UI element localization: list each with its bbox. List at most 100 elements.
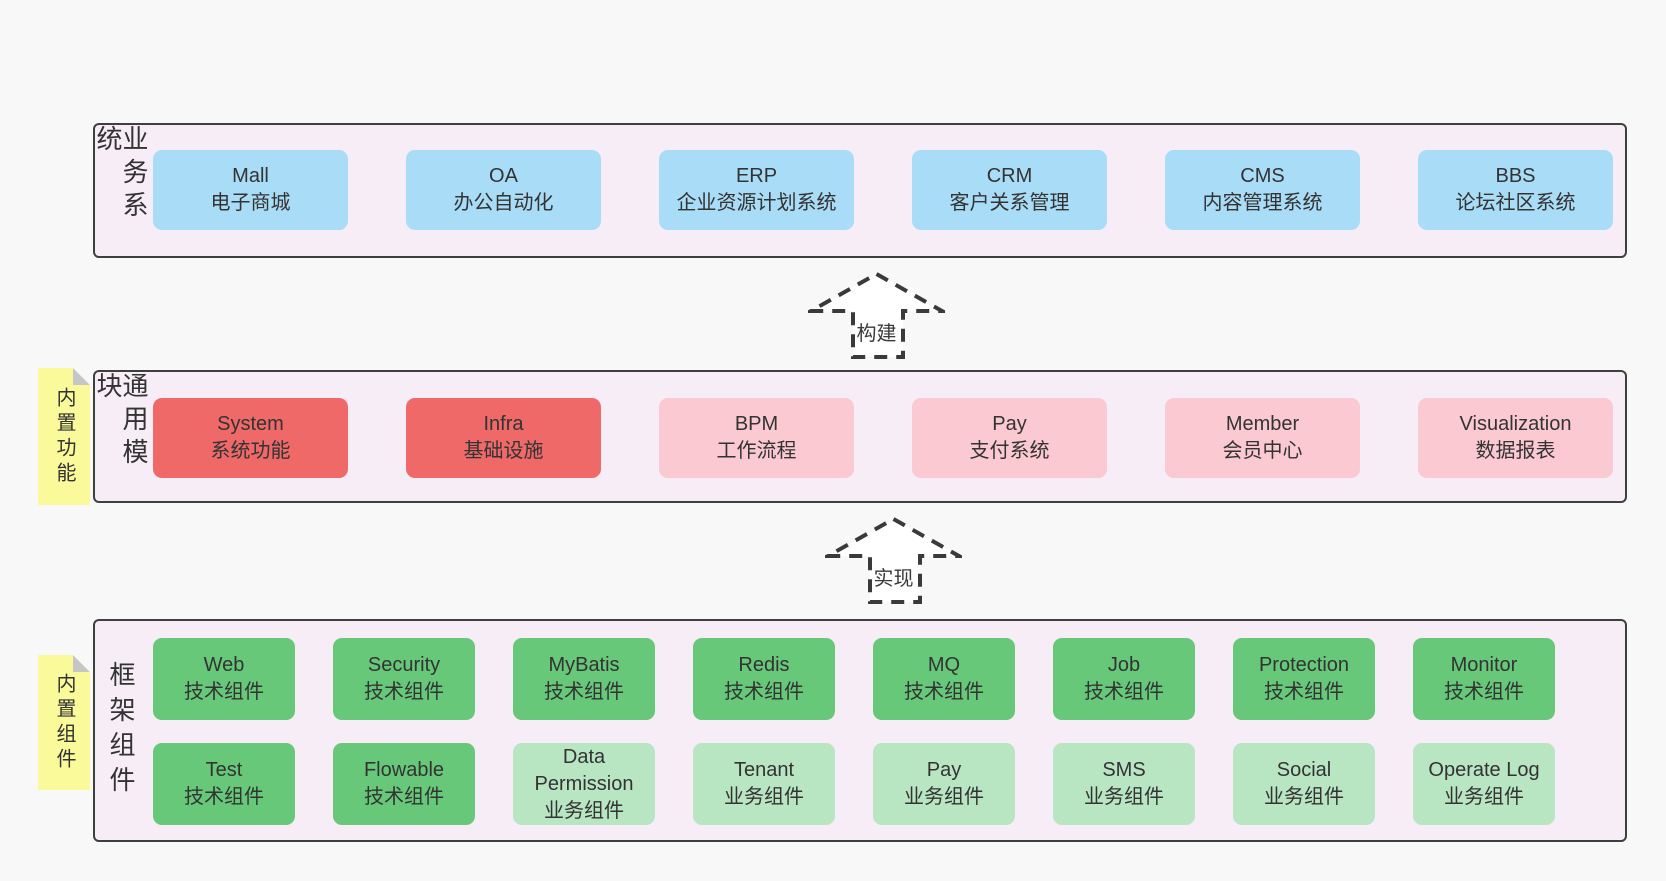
box-sms-en: SMS	[1102, 759, 1146, 781]
box-job-zh: 技术组件	[1084, 681, 1164, 703]
box-cms-en: CMS	[1240, 165, 1285, 187]
box-member-en: Member	[1225, 413, 1300, 435]
modules-side-label: 通用模块	[93, 372, 149, 501]
box-pay-system-en: Pay	[992, 413, 1027, 435]
box-mq-zh: 技术组件	[904, 681, 984, 703]
box-flowable-zh: 技术组件	[364, 786, 444, 808]
box-web: Web 技术组件	[153, 638, 295, 720]
box-bpm: BPM 工作流程	[659, 398, 854, 478]
section-business-systems: 业务系统 Mall 电子商城 OA 办公自动化 ERP 企业资源计划系统 CRM…	[93, 123, 1627, 258]
modules-box-row: System 系统功能 Infra 基础设施 BPM 工作流程 Pay 支付系统…	[153, 398, 1613, 478]
box-cms: CMS 内容管理系统	[1165, 150, 1360, 230]
box-data-permission-en: Data Permission	[534, 745, 634, 795]
sticky-note-builtin-features: 内置功能	[38, 368, 90, 505]
box-security-zh: 技术组件	[364, 681, 444, 703]
box-test-en: Test	[205, 759, 243, 781]
box-monitor-en: Monitor	[1450, 654, 1518, 676]
box-pay-system: Pay 支付系统	[912, 398, 1107, 478]
box-crm: CRM 客户关系管理	[912, 150, 1107, 230]
box-mybatis-en: MyBatis	[548, 654, 620, 676]
box-bpm-en: BPM	[734, 413, 779, 435]
box-visualization-zh: 数据报表	[1475, 440, 1556, 462]
box-infra-en: Infra	[483, 413, 524, 435]
box-infra-zh: 基础设施	[463, 440, 544, 462]
framework-row-2: Test 技术组件 Flowable 技术组件 Data Permission …	[153, 743, 1555, 825]
box-crm-zh: 客户关系管理	[949, 192, 1070, 214]
section-framework-components: 框架组件 Web 技术组件 Security 技术组件 MyBatis 技术组件…	[93, 619, 1627, 842]
box-monitor-zh: 技术组件	[1444, 681, 1524, 703]
framework-side-label: 框架组件	[99, 621, 143, 840]
box-system-en: System	[217, 413, 284, 435]
box-flowable: Flowable 技术组件	[333, 743, 475, 825]
box-web-en: Web	[203, 654, 245, 676]
box-test-zh: 技术组件	[184, 786, 264, 808]
box-bbs-en: BBS	[1495, 165, 1536, 187]
box-sms-zh: 业务组件	[1084, 786, 1164, 808]
box-data-permission-zh: 业务组件	[544, 799, 624, 822]
sticky-folded-corner-icon	[73, 368, 90, 385]
implement-arrow-label: 实现	[873, 568, 914, 590]
box-web-zh: 技术组件	[184, 681, 264, 703]
box-mybatis: MyBatis 技术组件	[513, 638, 655, 720]
box-oa-zh: 办公自动化	[453, 192, 554, 214]
box-pay-system-zh: 支付系统	[969, 440, 1050, 462]
build-arrow-label: 构建	[856, 323, 897, 345]
box-bpm-zh: 工作流程	[716, 440, 797, 462]
modules-side-label-text: 通用模块	[93, 372, 149, 471]
box-redis: Redis 技术组件	[693, 638, 835, 720]
box-security-en: Security	[367, 654, 441, 676]
box-operate-log-en: Operate Log	[1428, 759, 1540, 781]
box-data-permission: Data Permission 业务组件	[513, 743, 655, 825]
section-common-modules: 通用模块 System 系统功能 Infra 基础设施 BPM 工作流程 Pay…	[93, 370, 1627, 503]
box-pay-component-zh: 业务组件	[904, 786, 984, 808]
box-mall: Mall 电子商城	[153, 150, 348, 230]
box-tenant-zh: 业务组件	[724, 786, 804, 808]
box-erp: ERP 企业资源计划系统	[659, 150, 854, 230]
sticky-builtin-features-text: 内置功能	[53, 386, 75, 487]
dashed-up-arrow-icon	[808, 271, 945, 359]
framework-side-label-text: 框架组件	[106, 660, 136, 801]
box-tenant-en: Tenant	[733, 759, 795, 781]
box-pay-component: Pay 业务组件	[873, 743, 1015, 825]
box-protection: Protection 技术组件	[1233, 638, 1375, 720]
business-box-row: Mall 电子商城 OA 办公自动化 ERP 企业资源计划系统 CRM 客户关系…	[153, 150, 1613, 230]
box-test: Test 技术组件	[153, 743, 295, 825]
box-redis-zh: 技术组件	[724, 681, 804, 703]
box-bbs: BBS 论坛社区系统	[1418, 150, 1613, 230]
box-redis-en: Redis	[738, 654, 790, 676]
box-erp-zh: 企业资源计划系统	[676, 192, 837, 214]
box-sms: SMS 业务组件	[1053, 743, 1195, 825]
box-protection-en: Protection	[1258, 654, 1350, 676]
box-social: Social 业务组件	[1233, 743, 1375, 825]
box-member-zh: 会员中心	[1222, 440, 1303, 462]
box-mybatis-zh: 技术组件	[544, 681, 624, 703]
box-monitor: Monitor 技术组件	[1413, 638, 1555, 720]
sticky-note-builtin-components: 内置组件	[38, 655, 90, 790]
box-social-en: Social	[1276, 759, 1332, 781]
box-mall-en: Mall	[232, 165, 269, 187]
box-operate-log: Operate Log 业务组件	[1413, 743, 1555, 825]
box-oa: OA 办公自动化	[406, 150, 601, 230]
box-infra: Infra 基础设施	[406, 398, 601, 478]
dashed-up-arrow-icon	[825, 516, 962, 604]
box-protection-zh: 技术组件	[1264, 681, 1344, 703]
box-system-zh: 系统功能	[210, 440, 291, 462]
framework-row-1: Web 技术组件 Security 技术组件 MyBatis 技术组件 Redi…	[153, 638, 1555, 720]
box-job-en: Job	[1107, 654, 1141, 676]
sticky-folded-corner-icon	[73, 655, 90, 672]
build-arrow-up-icon: 构建	[808, 271, 945, 360]
box-mq: MQ 技术组件	[873, 638, 1015, 720]
box-security: Security 技术组件	[333, 638, 475, 720]
box-mq-en: MQ	[927, 654, 961, 676]
box-member: Member 会员中心	[1165, 398, 1360, 478]
box-crm-en: CRM	[986, 165, 1033, 187]
box-erp-en: ERP	[735, 165, 778, 187]
box-bbs-zh: 论坛社区系统	[1455, 192, 1576, 214]
box-visualization-en: Visualization	[1459, 413, 1572, 435]
business-side-label: 业务系统	[93, 125, 149, 256]
sticky-builtin-components-text: 内置组件	[53, 672, 75, 773]
box-oa-en: OA	[489, 165, 518, 187]
implement-arrow-up-icon: 实现	[825, 516, 962, 605]
box-operate-log-zh: 业务组件	[1444, 786, 1524, 808]
